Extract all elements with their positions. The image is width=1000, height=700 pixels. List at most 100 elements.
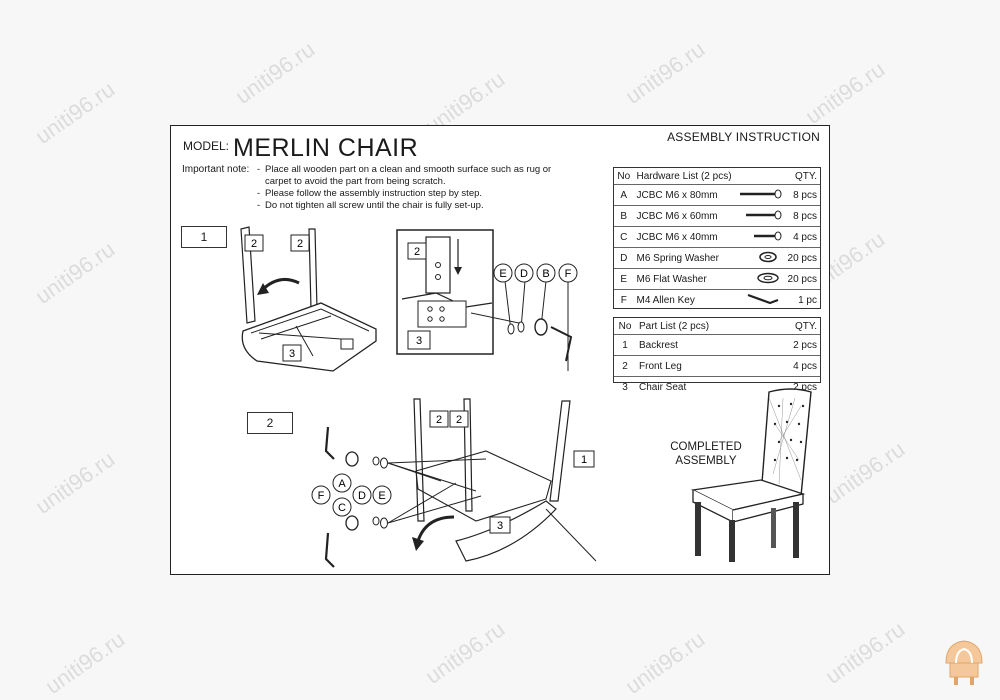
flat-washer-icon (380, 457, 388, 469)
hardware-row: B JCBC M6 x 60mm 8 pcs (614, 205, 820, 227)
step-1-illustration: 2 2 3 (240, 226, 377, 372)
chair-leg-shape (695, 502, 701, 556)
part-no: 2 (614, 355, 636, 377)
label-box (282, 344, 302, 362)
flat-washer-icon (380, 517, 388, 529)
label-box (489, 516, 511, 534)
header-qty: QTY. (784, 168, 820, 185)
step-1-box: 1 (181, 226, 227, 248)
bolt-head-icon (345, 451, 359, 467)
completed-line: ASSEMBLY (675, 455, 737, 467)
bolt-40-icon (734, 226, 785, 248)
leg-shape (308, 228, 318, 310)
callout-c: C (338, 502, 346, 514)
callout-b: B (542, 268, 549, 280)
watermark-text: uniti96.ru (230, 36, 320, 109)
hardware-no: D (614, 247, 634, 269)
screw-line (295, 325, 314, 357)
chair-leg-shape (729, 520, 735, 562)
arrow-head-icon (412, 537, 424, 551)
hardware-row: C JCBC M6 x 40mm 4 pcs (614, 226, 820, 248)
callout-e: E (378, 490, 385, 502)
brand-logo-icon (945, 640, 983, 685)
hole-icon (439, 306, 445, 312)
leader-line (545, 508, 597, 562)
chair-leg-shape (771, 508, 776, 548)
label-box (449, 410, 469, 428)
hardware-no: B (614, 205, 634, 227)
watermark-text: uniti96.ru (820, 436, 910, 509)
hardware-name: JCBC M6 x 40mm (633, 226, 735, 248)
leg-label: 2 (414, 246, 420, 258)
watermark-text: uniti96.ru (620, 36, 710, 109)
allen-key-icon (735, 290, 785, 311)
step-1-detail-box: 3 2 (396, 229, 494, 355)
watermark-text: uniti96.ru (800, 56, 890, 129)
note-item: carpet to avoid the part from being scra… (265, 176, 446, 187)
part-row: 1 Backrest 2 pcs (614, 334, 820, 356)
screw-line (387, 462, 477, 492)
hardware-name: M6 Flat Washer (633, 268, 735, 290)
screw-line (260, 315, 332, 340)
label-box (407, 242, 427, 260)
step-1-hardware-callouts: E D B F (471, 263, 578, 371)
part-row: 3 Chair Seat 2 pcs (614, 377, 820, 398)
model-name: MERLIN CHAIR (233, 134, 419, 162)
hardware-name: JCBC M6 x 80mm (633, 184, 735, 206)
hardware-no: A (614, 184, 634, 206)
hardware-no: C (614, 226, 634, 248)
completed-chair-illustration (690, 388, 812, 562)
watermark-text: uniti96.ru (420, 616, 510, 689)
part-name: Backrest (636, 334, 769, 356)
important-note-label: Important note: (182, 164, 250, 175)
leg-label: 2 (251, 238, 257, 250)
seat-label: 3 (497, 520, 503, 532)
leader-line (471, 312, 520, 324)
leader-line (504, 280, 512, 332)
screw-line (387, 482, 457, 524)
bolt-80-icon (734, 184, 785, 206)
seat-inner-edge (250, 308, 370, 334)
header-name: Hardware List (2 pcs) (633, 168, 735, 185)
note-item: Place all wooden part on a clean and smo… (257, 164, 597, 176)
screw-line (258, 332, 342, 340)
important-note-list: Place all wooden part on a clean and smo… (257, 164, 597, 212)
bolt-head-icon (345, 515, 359, 531)
hardware-qty: 4 pcs (784, 226, 820, 248)
leg-label: 2 (297, 238, 303, 250)
hardware-no: F (620, 294, 627, 306)
hardware-header-row: No Hardware List (2 pcs) QTY. (614, 168, 820, 185)
callout-f: F (318, 490, 325, 502)
header-name: Part List (2 pcs) (636, 318, 769, 335)
watermark-text: uniti96.ru (620, 626, 710, 699)
chair-backrest-shape (760, 388, 812, 497)
part-header-row: No Part List (2 pcs) QTY. (614, 318, 820, 335)
part-qty: 4 pcs (768, 355, 820, 377)
flat-washer-icon (507, 323, 515, 335)
watermark-text: uniti96.ru (40, 626, 130, 699)
arrow-head-icon (454, 267, 462, 275)
spring-washer-icon (517, 321, 525, 333)
part-name: Front Leg (636, 355, 769, 377)
step-2-illustration: 2 2 1 3 F A C D E (311, 398, 597, 568)
tufting-buttons (773, 402, 805, 462)
header-no: No (614, 168, 634, 185)
backrest-label: 1 (581, 454, 587, 466)
part-qty: 2 pcs (768, 334, 820, 356)
watermark-text: uniti96.ru (30, 236, 120, 309)
allen-key-icon (324, 532, 335, 568)
part-qty: 2 pcs (793, 381, 817, 393)
hardware-no: E (614, 268, 634, 290)
part-no: 1 (614, 334, 636, 356)
hole-icon (435, 274, 441, 280)
callout-d: D (520, 268, 528, 280)
hole-icon (435, 262, 441, 268)
spring-washer-icon (734, 247, 785, 269)
completed-line: COMPLETED (670, 441, 742, 453)
hole-icon (439, 316, 445, 322)
leg-label: 2 (436, 414, 442, 426)
allen-key-icon (550, 326, 573, 362)
screw-line (387, 458, 487, 464)
hardware-qty: 20 pcs (784, 247, 820, 269)
seat-label: 3 (289, 348, 295, 360)
